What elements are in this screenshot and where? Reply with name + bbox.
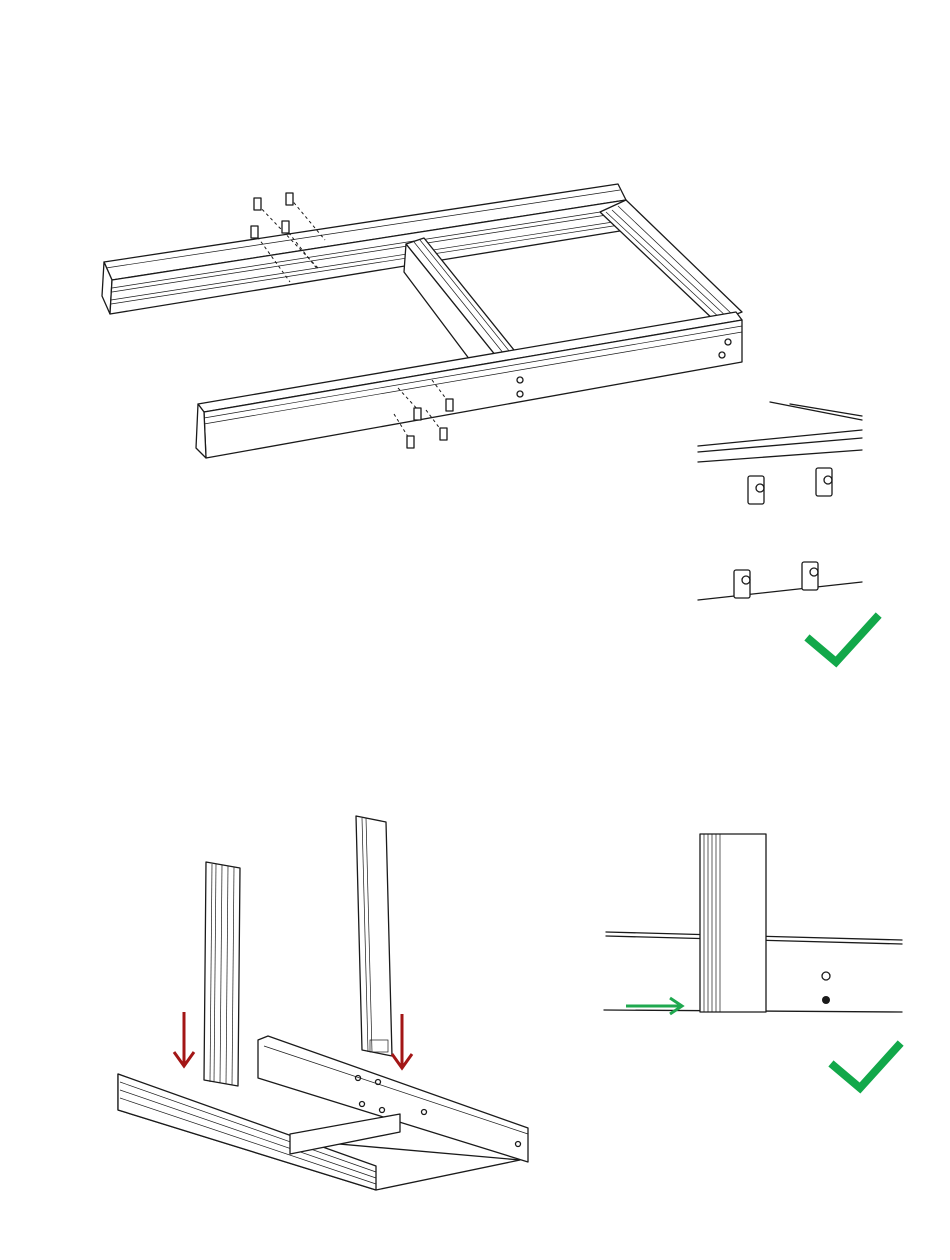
- tnut-icon: [282, 221, 289, 233]
- right-rail: [600, 200, 742, 322]
- tnut-detail: [698, 402, 876, 662]
- arrow-right-icon: [626, 998, 682, 1014]
- tnut-icon: [407, 436, 414, 448]
- tnut-icon: [414, 408, 421, 420]
- back-rail: [102, 184, 626, 314]
- tnut-icon: [286, 193, 293, 205]
- tnut-icon: [254, 198, 261, 210]
- left-upright: [204, 862, 240, 1086]
- tnut-icon: [802, 562, 818, 590]
- tnut-icon: [251, 226, 258, 238]
- upright-insertion: [118, 816, 528, 1190]
- tnut-icon: [446, 399, 453, 411]
- tnut-icon: [734, 570, 750, 598]
- right-upright: [356, 816, 392, 1056]
- arrow-down-icon: [174, 1012, 194, 1066]
- checkmark-icon: [834, 1046, 898, 1088]
- frame-with-tnuts: [102, 184, 742, 458]
- tnut-icon: [440, 428, 447, 440]
- upright-alignment-detail: [604, 834, 902, 1088]
- checkmark-icon: [810, 618, 876, 662]
- tnut-icon: [748, 476, 764, 504]
- arrow-down-icon: [392, 1014, 412, 1068]
- tnut-icon: [816, 468, 832, 496]
